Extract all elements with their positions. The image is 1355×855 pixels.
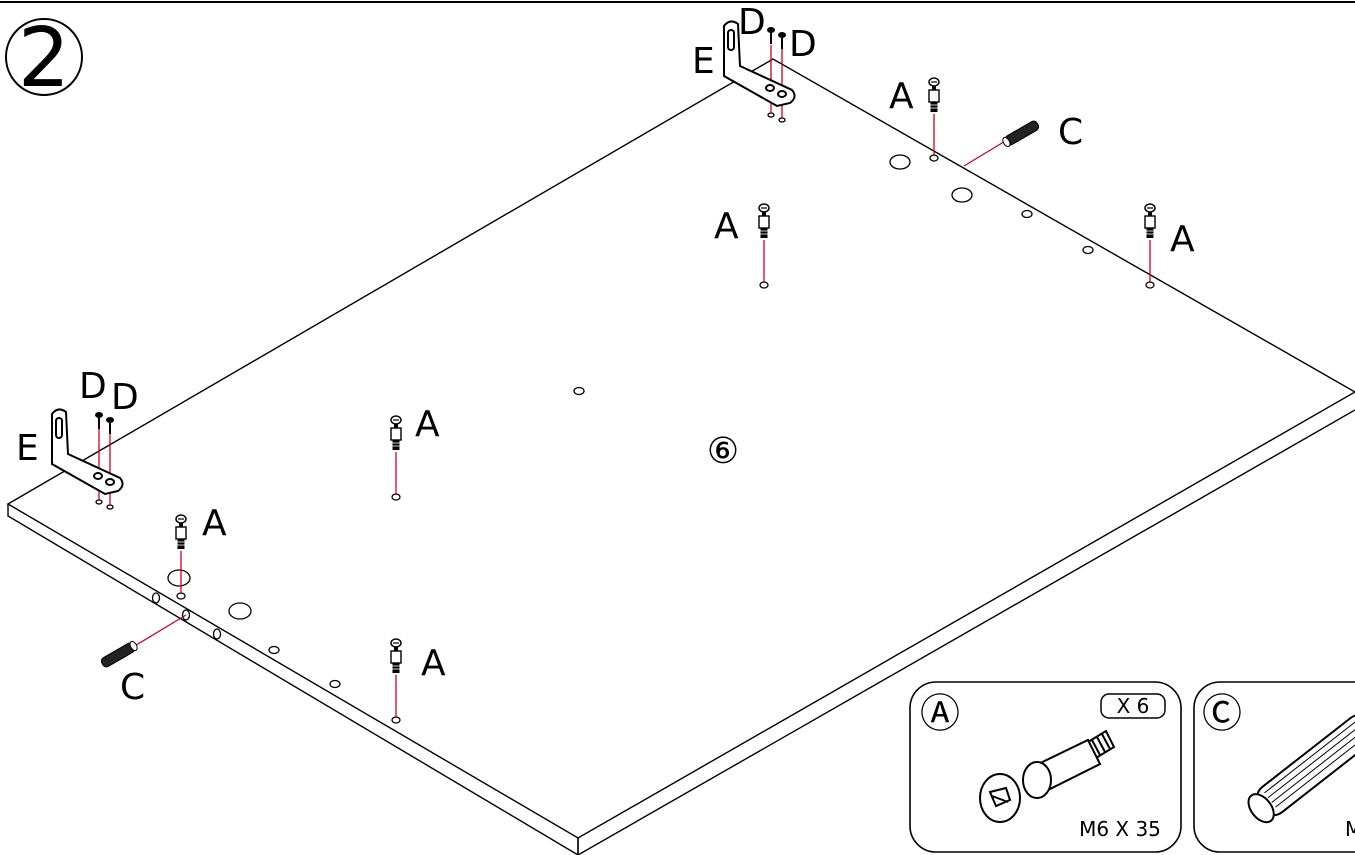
label-a: A (202, 503, 227, 544)
panel-board (6, 58, 1355, 855)
hardware-card-a: Ⓐ X 6 M6 X 35 (909, 681, 1182, 853)
qty-box (1100, 693, 1166, 719)
cam-bolt-icon (758, 203, 770, 239)
hole (106, 504, 114, 510)
hardware-symbol: Ⓐ (920, 691, 960, 737)
cam-bolt-icon (390, 415, 402, 451)
hardware-symbol: Ⓒ (1202, 691, 1242, 737)
hole-large (889, 154, 911, 170)
screw-icon (105, 416, 115, 435)
label-a: A (1170, 219, 1195, 260)
label-e: E (692, 41, 715, 82)
label-e: E (16, 428, 39, 469)
hole (1021, 209, 1033, 219)
l-bracket-icon (51, 408, 124, 496)
label-c: C (1058, 112, 1083, 153)
label-a: A (421, 643, 446, 684)
cam-bolt-icon (979, 729, 1116, 823)
hole (268, 645, 280, 655)
hardware-size: M (1345, 817, 1355, 841)
label-a: A (415, 404, 440, 445)
panel-top-face (6, 58, 1355, 839)
hardware-size: M6 X 35 (1079, 817, 1161, 841)
screw-icon (94, 411, 104, 430)
hardware-card-c: Ⓒ M (1193, 681, 1355, 853)
hole (767, 112, 775, 118)
card-frame (1193, 681, 1355, 853)
cam-bolt-icon (928, 77, 940, 113)
cam-bolt-icon (175, 514, 187, 550)
screw-icon (777, 31, 787, 50)
step-number: 2 (18, 11, 70, 106)
hardware-qty: X 6 (1117, 694, 1150, 718)
panel-part-number: ⑥ (707, 431, 739, 472)
label-a: A (714, 206, 739, 247)
screw-icon (766, 26, 776, 45)
wooden-dowel-icon (1247, 713, 1355, 824)
label-c: C (120, 667, 145, 708)
step-circle (5, 18, 83, 96)
cam-bolt-icon (1144, 203, 1156, 239)
label-d: D (79, 366, 107, 407)
l-bracket-icon (723, 20, 796, 108)
step-badge: 2 (5, 11, 83, 106)
wooden-dowel-icon (1002, 120, 1040, 148)
panel-side-edge (577, 409, 1355, 855)
hole-large (951, 187, 973, 203)
label-a: A (889, 76, 914, 117)
edge-holes (151, 592, 222, 640)
label-d: D (738, 2, 766, 43)
cam-bolt-icon (390, 638, 402, 674)
hole (1082, 245, 1094, 255)
hole (573, 386, 585, 396)
wooden-dowel-icon (100, 640, 138, 668)
hole-large (228, 602, 252, 620)
label-d: D (111, 377, 139, 418)
hole-large (167, 569, 191, 587)
edge-hole (212, 628, 222, 640)
label-d: D (789, 24, 817, 65)
hole (95, 499, 103, 505)
edge-hole (151, 592, 161, 604)
hole (329, 679, 341, 689)
hole (778, 117, 786, 123)
